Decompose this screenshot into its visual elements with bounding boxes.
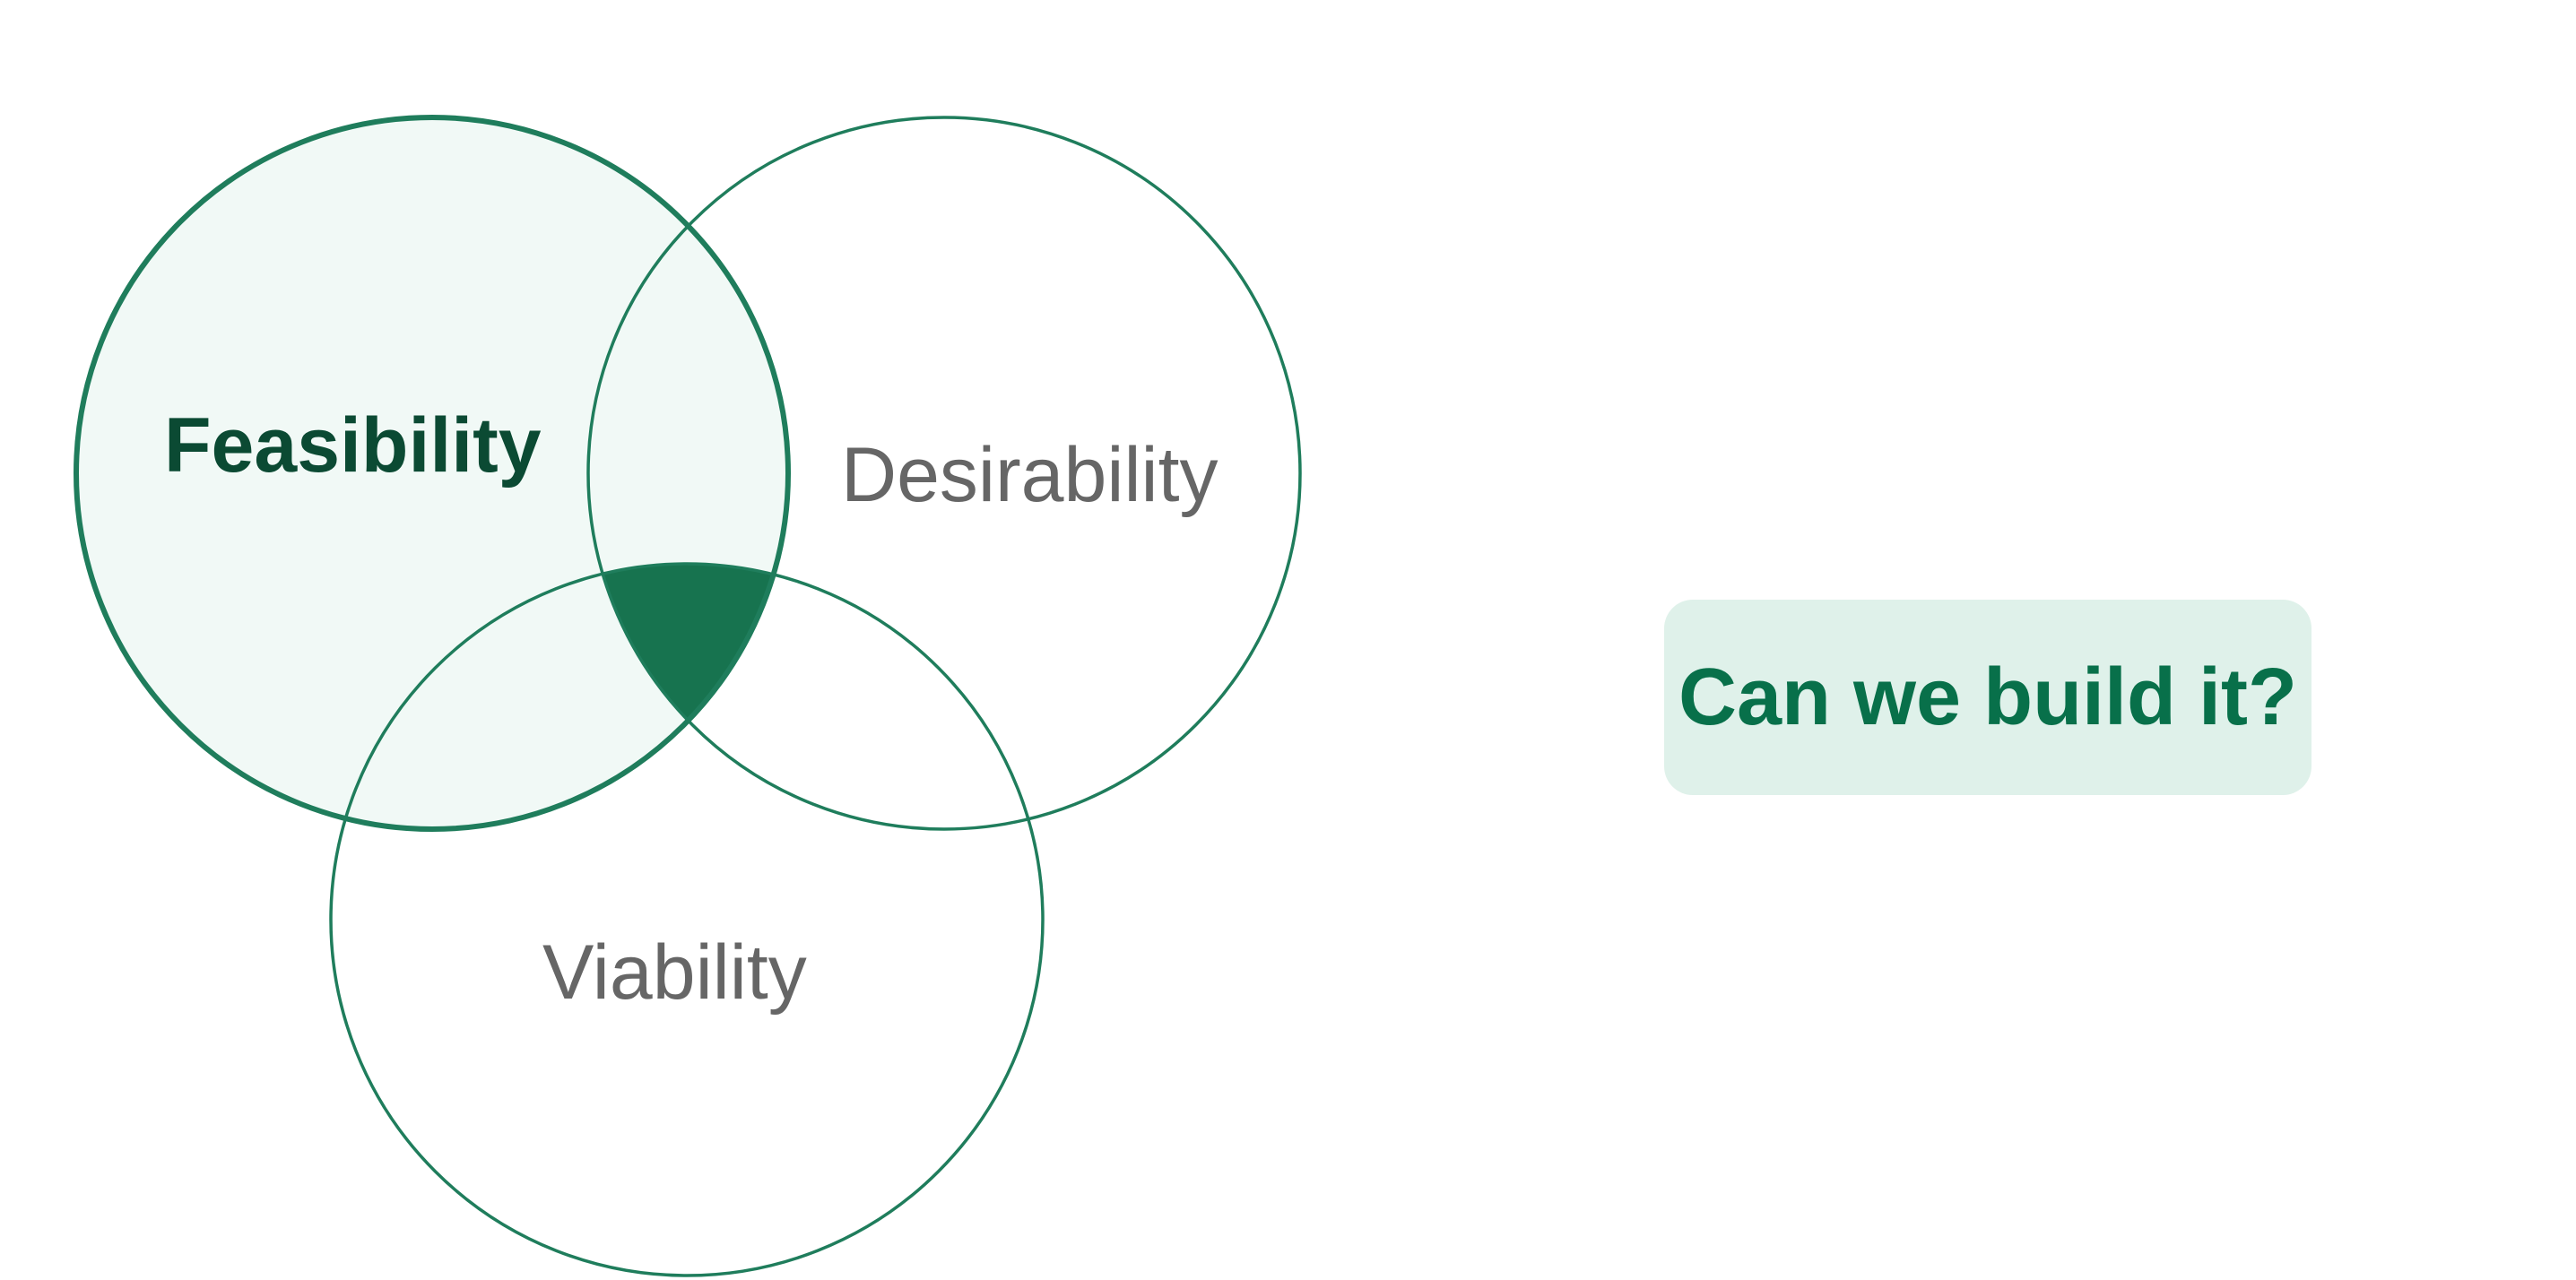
feasibility-circle-fill bbox=[76, 117, 788, 829]
desirability-label: Desirability bbox=[841, 432, 1219, 518]
viability-label: Viability bbox=[542, 930, 807, 1016]
viability-circle bbox=[329, 562, 1045, 1277]
feasibility-circle bbox=[74, 115, 791, 832]
callout-text: Can we build it? bbox=[1678, 652, 2297, 742]
callout-box: Can we build it? bbox=[1664, 600, 2311, 795]
desirability-circle bbox=[586, 116, 1302, 831]
feasibility-label: Feasibility bbox=[164, 402, 542, 489]
